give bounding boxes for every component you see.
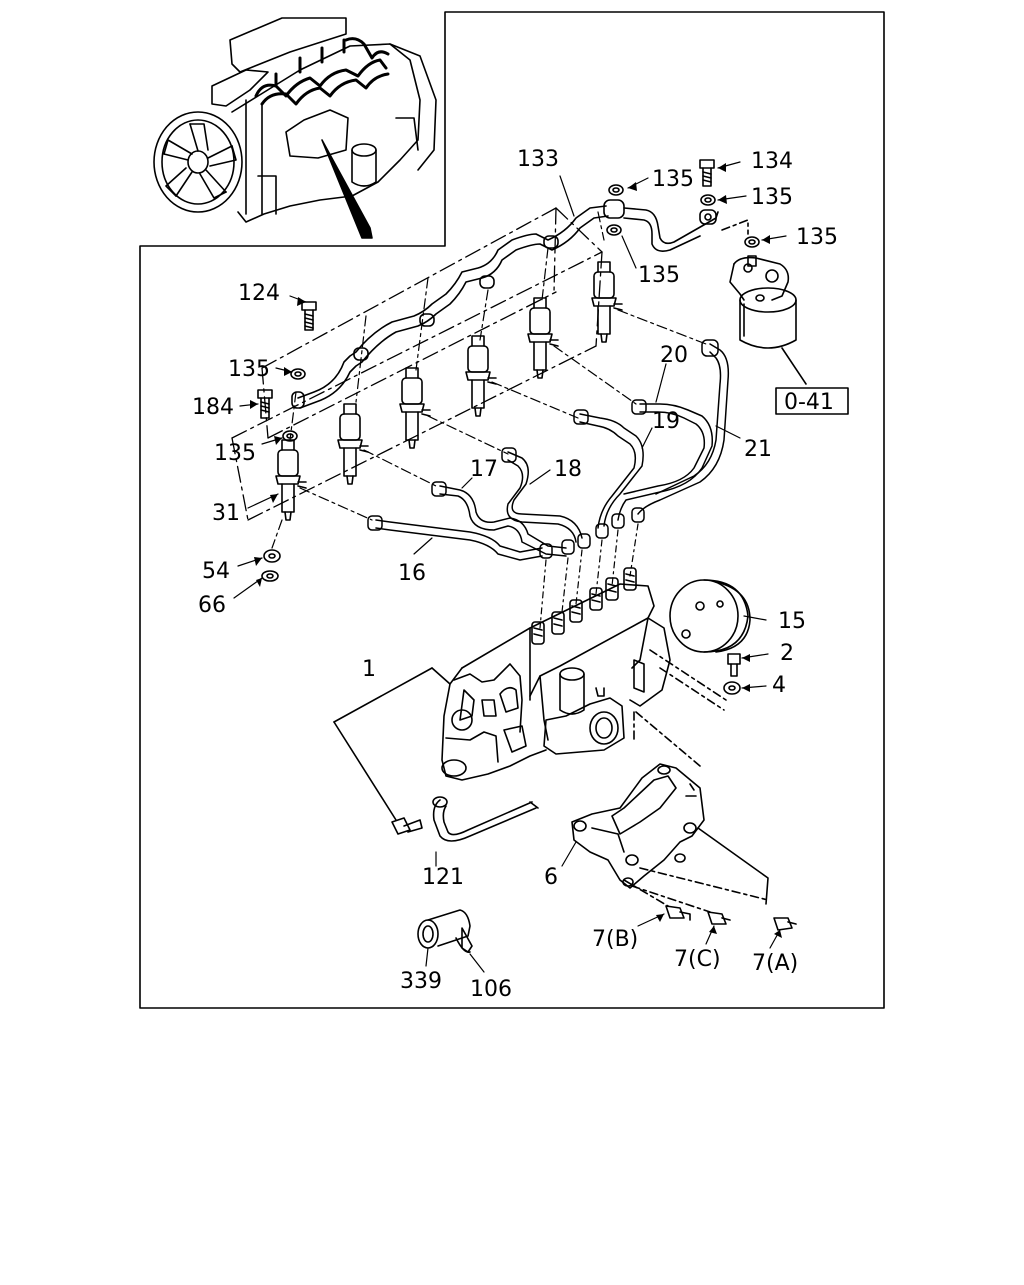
callout-17: 17 <box>470 457 498 482</box>
callout-133: 133 <box>517 147 559 172</box>
callout-7c: 7(C) <box>674 947 721 972</box>
bolt-7c-alignment <box>631 885 711 913</box>
callout-135-top: 135 <box>652 167 694 192</box>
bolt-7b-alignment <box>623 879 669 907</box>
sleeve-and-clip <box>417 909 473 954</box>
callout-31: 31 <box>212 501 240 526</box>
callout-135-left: 135 <box>228 357 270 382</box>
pump-mount-bolt <box>391 817 423 835</box>
callout-15: 15 <box>778 609 806 634</box>
callout-124: 124 <box>238 281 280 306</box>
diagram-frame <box>139 11 885 1009</box>
pump-leader-tip <box>431 667 451 685</box>
callout-2: 2 <box>780 641 794 666</box>
pump-leader-upper <box>333 667 433 723</box>
injection-pipes <box>367 339 730 561</box>
pump-leader-lower <box>333 721 397 821</box>
callout-135-far-right: 135 <box>796 225 838 250</box>
callout-20: 20 <box>660 343 688 368</box>
callout-21: 21 <box>744 437 772 462</box>
callout-106: 106 <box>470 977 512 1002</box>
bolt-7a-leader <box>697 827 769 905</box>
bracket-bolts <box>665 905 797 931</box>
leader-arrowheads <box>250 163 782 938</box>
bolt-7a-alignment <box>639 867 769 901</box>
callout-135-right: 135 <box>751 185 793 210</box>
timer-bolt-and-washer <box>649 649 741 711</box>
callout-leaders <box>233 161 787 973</box>
leak-off-pipe <box>291 199 749 409</box>
callout-18: 18 <box>554 457 582 482</box>
pipe-alignment-lines <box>299 309 707 521</box>
callout-labels: 133 134 135 135 135 135 124 135 184 135 … <box>192 147 838 1002</box>
engine-inset-illustration <box>153 17 437 239</box>
callout-135-lower-left: 135 <box>214 441 256 466</box>
callout-66: 66 <box>198 593 226 618</box>
fuel-hose <box>432 796 539 842</box>
callout-134: 134 <box>751 149 793 174</box>
injection-pump <box>441 567 751 781</box>
filter-reference-leader <box>781 347 807 385</box>
callout-339: 339 <box>400 969 442 994</box>
callout-4: 4 <box>772 673 786 698</box>
callout-1: 1 <box>362 657 376 682</box>
fuel-filter <box>729 256 797 349</box>
reference-box-label: 0-41 <box>784 390 834 415</box>
callout-16: 16 <box>398 561 426 586</box>
injector-nozzles <box>275 261 623 521</box>
reference-box-frame <box>775 387 849 415</box>
callout-54: 54 <box>202 559 230 584</box>
pump-bracket <box>571 763 705 889</box>
callout-121: 121 <box>422 865 464 890</box>
callout-7b: 7(B) <box>592 927 638 952</box>
bracket-alignment-line <box>635 711 701 767</box>
washers-and-bolts <box>257 159 760 582</box>
callout-135-mid: 135 <box>638 263 680 288</box>
callout-184: 184 <box>192 395 234 420</box>
callout-19: 19 <box>652 409 680 434</box>
callout-7a: 7(A) <box>752 951 798 976</box>
callout-6: 6 <box>544 865 558 890</box>
